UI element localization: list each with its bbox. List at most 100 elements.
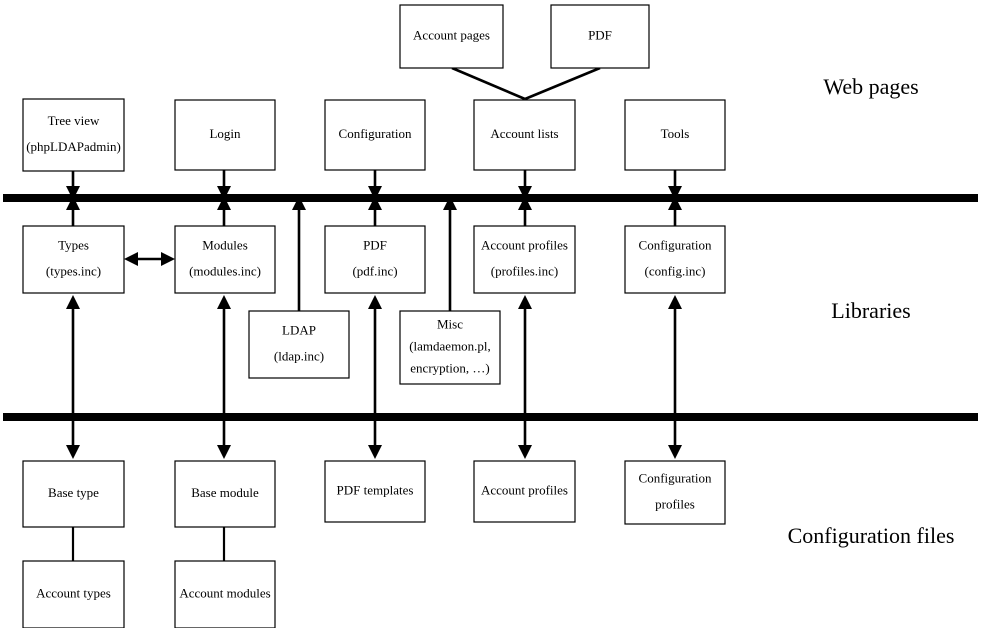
divider-layer [3, 194, 978, 421]
bar-to-configuration-profiles [668, 413, 682, 459]
box-types[interactable]: Types(types.inc) [22, 225, 125, 294]
box-outline-tools [624, 99, 726, 171]
bar-to-account-profiles [518, 413, 532, 459]
box-tools[interactable]: Tools [624, 99, 726, 171]
box-outline-modules [174, 225, 276, 294]
box-outline-base-type [22, 460, 125, 528]
account-pages-to-account-lists [451, 66, 526, 101]
box-label-tools-line-0: Tools [661, 126, 690, 141]
section-label-web-pages: Web pages [823, 74, 918, 99]
modules-to-bar [217, 196, 231, 226]
box-label-configuration-lib-line-0: Configuration [639, 237, 712, 252]
box-label-pdf-lib-line-1: (pdf.inc) [352, 263, 397, 278]
box-label-account-profiles-lib-line-1: (profiles.inc) [491, 263, 559, 278]
box-tree-view[interactable]: Tree view (phpLDAPadmin) [22, 98, 125, 172]
pdf-top-to-account-lists [524, 66, 601, 101]
box-label-account-profiles-lib-line-0: Account profiles [481, 237, 568, 252]
box-outline-account-lists [473, 99, 576, 171]
box-label-configuration-web-line-0: Configuration [339, 126, 412, 141]
box-label-account-modules-line-0: Account modules [179, 585, 270, 600]
box-outline-configuration-profiles [624, 460, 726, 525]
box-outline-account-types [22, 560, 125, 628]
box-pdf-lib[interactable]: PDF (pdf.inc) [324, 225, 426, 294]
box-account-modules[interactable]: Account modules [174, 560, 276, 628]
box-label-base-type-line-0: Base type [48, 485, 99, 500]
box-label-misc-line-2: encryption, …) [410, 360, 489, 375]
box-ldap[interactable]: LDAP (ldap.inc) [248, 310, 350, 379]
divider-bottom [3, 413, 978, 421]
box-outline-login [174, 99, 276, 171]
types-modules-link [124, 252, 175, 266]
configuration-profiles-to-lib [668, 295, 682, 413]
box-outline-account-modules [174, 560, 276, 628]
divider-top [3, 194, 978, 202]
box-label-ldap-line-1: (ldap.inc) [274, 348, 324, 363]
box-outline-account-pages [399, 4, 504, 69]
box-label-pdf-templates-line-0: PDF templates [337, 482, 414, 497]
box-account-types[interactable]: Account types [22, 560, 125, 628]
box-configuration-lib[interactable]: Configuration (config.inc) [624, 225, 726, 294]
box-label-tree-view-line-1: (phpLDAPadmin) [26, 139, 121, 154]
box-outline-account-profiles-file [473, 460, 576, 523]
box-label-ldap-line-0: LDAP [282, 322, 316, 337]
connector-layer [66, 66, 682, 561]
box-outline-pdf-templates [324, 460, 426, 523]
box-label-account-profiles-file-line-0: Account profiles [481, 482, 568, 497]
tools-to-bar [668, 170, 682, 200]
ldap-to-bar [292, 196, 306, 311]
box-configuration-web[interactable]: Configuration [324, 99, 426, 171]
box-pdf-templates[interactable]: PDF templates [324, 460, 426, 523]
box-label-misc-line-1: (lamdaemon.pl, [409, 338, 491, 353]
configuration-web-to-bar [368, 170, 382, 200]
box-label-modules-line-1: (modules.inc) [189, 263, 261, 278]
configuration-lib-to-bar [668, 196, 682, 226]
base-module-to-modules [217, 295, 231, 413]
box-base-type[interactable]: Base type [22, 460, 125, 528]
box-pdf-top[interactable]: PDF [550, 4, 650, 69]
box-base-module[interactable]: Base module [174, 460, 276, 528]
box-modules[interactable]: Modules (modules.inc) [174, 225, 276, 294]
pdf-lib-to-bar [368, 196, 382, 226]
box-label-pdf-top-line-0: PDF [588, 27, 612, 42]
box-outline-account-profiles-lib [473, 225, 576, 294]
box-label-login-line-0: Login [209, 126, 241, 141]
bar-to-base-type [66, 413, 80, 459]
box-outline-configuration-web [324, 99, 426, 171]
bar-to-base-module [217, 413, 231, 459]
section-label-configuration-files: Configuration files [788, 523, 955, 548]
box-outline-base-module [174, 460, 276, 528]
types-to-bar [66, 196, 80, 226]
box-configuration-profiles[interactable]: Configuration profiles [624, 460, 726, 525]
box-account-pages[interactable]: Account pages [399, 4, 504, 69]
box-outline-configuration-lib [624, 225, 726, 294]
box-outline-pdf-top [550, 4, 650, 69]
account-profiles-to-lib [518, 295, 532, 413]
box-label-configuration-profiles-line-0: Configuration [639, 470, 712, 485]
account-profiles-lib-to-bar [518, 196, 532, 226]
box-label-misc-line-0: Misc [437, 316, 463, 331]
misc-to-bar [443, 196, 457, 311]
section-label-libraries: Libraries [831, 298, 910, 323]
base-type-to-types [66, 295, 80, 413]
box-label-configuration-profiles-line-1: profiles [655, 496, 695, 511]
login-to-bar [217, 170, 231, 200]
box-outline-misc [399, 310, 501, 385]
box-login[interactable]: Login [174, 99, 276, 171]
tree-view-to-bar [66, 171, 80, 200]
box-misc[interactable]: Misc (lamdaemon.pl, encryption, …) [399, 310, 501, 385]
box-label-modules-line-0: Modules [202, 237, 248, 252]
pdf-templates-to-pdf-lib [368, 295, 382, 413]
box-label-configuration-lib-line-1: (config.inc) [644, 263, 705, 278]
account-lists-to-bar [518, 170, 532, 200]
box-account-lists[interactable]: Account lists [473, 99, 576, 171]
box-label-account-types-line-0: Account types [36, 585, 111, 600]
box-label-types-line-1: (types.inc) [46, 263, 101, 278]
box-account-profiles-lib[interactable]: Account profiles (profiles.inc) [473, 225, 576, 294]
box-label-pdf-lib-line-0: PDF [363, 237, 387, 252]
box-label-tree-view-line-0: Tree view [48, 113, 100, 128]
box-outline-pdf-lib [324, 225, 426, 294]
box-account-profiles-file[interactable]: Account profiles [473, 460, 576, 523]
